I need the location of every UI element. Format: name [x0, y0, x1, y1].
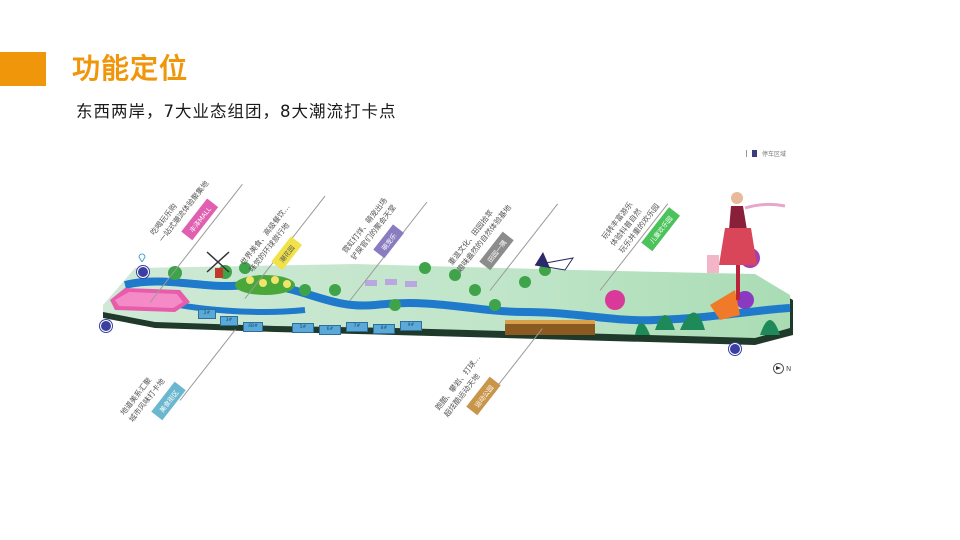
- building-label: 9#: [400, 321, 422, 331]
- building-label: 2#: [198, 309, 216, 319]
- building-label: 3#: [220, 316, 238, 326]
- legend-divider: [746, 150, 747, 157]
- title-accent-bar: [0, 52, 46, 86]
- park-map-illustration: [103, 192, 793, 345]
- legend-label: 停车区域: [762, 151, 787, 158]
- page-title: 功能定位: [72, 52, 189, 85]
- map-legend: 停车区域: [746, 149, 786, 158]
- parking-icon: [752, 150, 757, 157]
- exit-pin[interactable]: [100, 320, 112, 332]
- north-indicator: N: [773, 363, 791, 374]
- metro-station-pin[interactable]: [137, 266, 149, 278]
- building-label: 7#: [346, 322, 368, 332]
- building-label: 6#: [319, 325, 341, 335]
- building-label: 4B#: [243, 322, 263, 332]
- page-subtitle: 东西两岸，7大业态组团，8大潮流打卡点: [76, 102, 397, 121]
- building-label: 5#: [292, 323, 314, 333]
- exit-pin-east[interactable]: [729, 343, 741, 355]
- north-label: N: [786, 364, 792, 373]
- compass-arrow-icon: [773, 363, 784, 374]
- location-pin-icon: [138, 253, 146, 262]
- building-label: 8#: [373, 324, 395, 334]
